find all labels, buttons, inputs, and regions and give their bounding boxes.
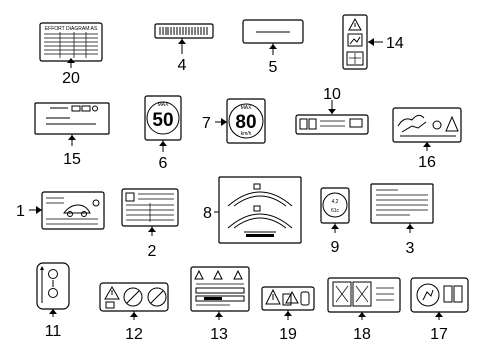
callout-8: 8 [203, 205, 212, 222]
label-9-top: 4,2 [332, 199, 339, 205]
label-3 [370, 183, 434, 224]
label-10 [295, 114, 369, 135]
arrow-1 [36, 206, 42, 214]
arrow-19 [284, 311, 292, 316]
arrow-16 [423, 142, 431, 147]
callout-3: 3 [406, 240, 415, 257]
callout-15: 15 [63, 151, 81, 168]
label-19 [261, 286, 315, 311]
callout-17: 17 [430, 326, 448, 343]
arrow-5 [269, 44, 277, 49]
arrow-11 [49, 309, 57, 314]
label-18 [327, 277, 401, 313]
label-11 [36, 262, 70, 310]
callout-1: 1 [16, 203, 25, 220]
label-9: 4,2 61c [320, 187, 350, 224]
label-12 [99, 282, 169, 312]
arrow-4 [178, 39, 186, 44]
label-15 [34, 102, 110, 135]
callout-16: 16 [418, 154, 436, 171]
arrow-18 [358, 312, 366, 317]
label-7: MAX 80 km/h [226, 98, 266, 144]
label-13 [190, 266, 250, 312]
label-7-unit: MAX [241, 105, 253, 111]
label-20: EFFORT DIAGRAM AS [39, 22, 103, 62]
callout-20: 20 [62, 70, 80, 87]
callout-19: 19 [279, 326, 297, 343]
label-17 [410, 277, 469, 313]
label-20-header: EFFORT DIAGRAM AS [45, 26, 98, 32]
label-8 [218, 176, 302, 244]
label-6-unit: MAX [158, 102, 170, 108]
callout-9: 9 [331, 239, 340, 256]
label-4 [154, 23, 214, 39]
label-6-value: 50 [152, 110, 173, 131]
callout-2: 2 [148, 243, 157, 260]
arrow-9 [331, 224, 339, 229]
callout-10: 10 [323, 86, 341, 103]
arrow-20 [67, 58, 75, 63]
arrow-12 [130, 312, 138, 317]
label-6: MAX 50 [144, 95, 182, 141]
label-2 [121, 188, 179, 227]
label-1 [41, 191, 105, 230]
arrow-6 [159, 141, 167, 146]
label-7-value: 80 [235, 112, 256, 133]
arrow-14 [368, 38, 374, 46]
arrow-2 [148, 227, 156, 232]
arrow-10 [328, 109, 336, 114]
arrow-17 [435, 312, 443, 317]
callout-7: 7 [202, 115, 211, 132]
callout-18: 18 [353, 326, 371, 343]
arrow-13 [215, 312, 223, 317]
arrow-15 [68, 135, 76, 140]
label-7-sub: km/h [241, 131, 252, 137]
callout-11: 11 [45, 323, 62, 340]
label-16 [392, 107, 462, 143]
callout-5: 5 [269, 59, 278, 76]
arrow-3 [406, 224, 414, 229]
label-9-bottom: 61c [331, 208, 340, 214]
arrow-7 [221, 118, 227, 126]
callout-13: 13 [210, 326, 228, 343]
callout-4: 4 [178, 57, 187, 74]
callout-6: 6 [159, 155, 168, 172]
callout-12: 12 [125, 326, 143, 343]
label-14 [342, 14, 368, 70]
callout-14: 14 [386, 35, 404, 52]
label-5 [242, 19, 304, 44]
